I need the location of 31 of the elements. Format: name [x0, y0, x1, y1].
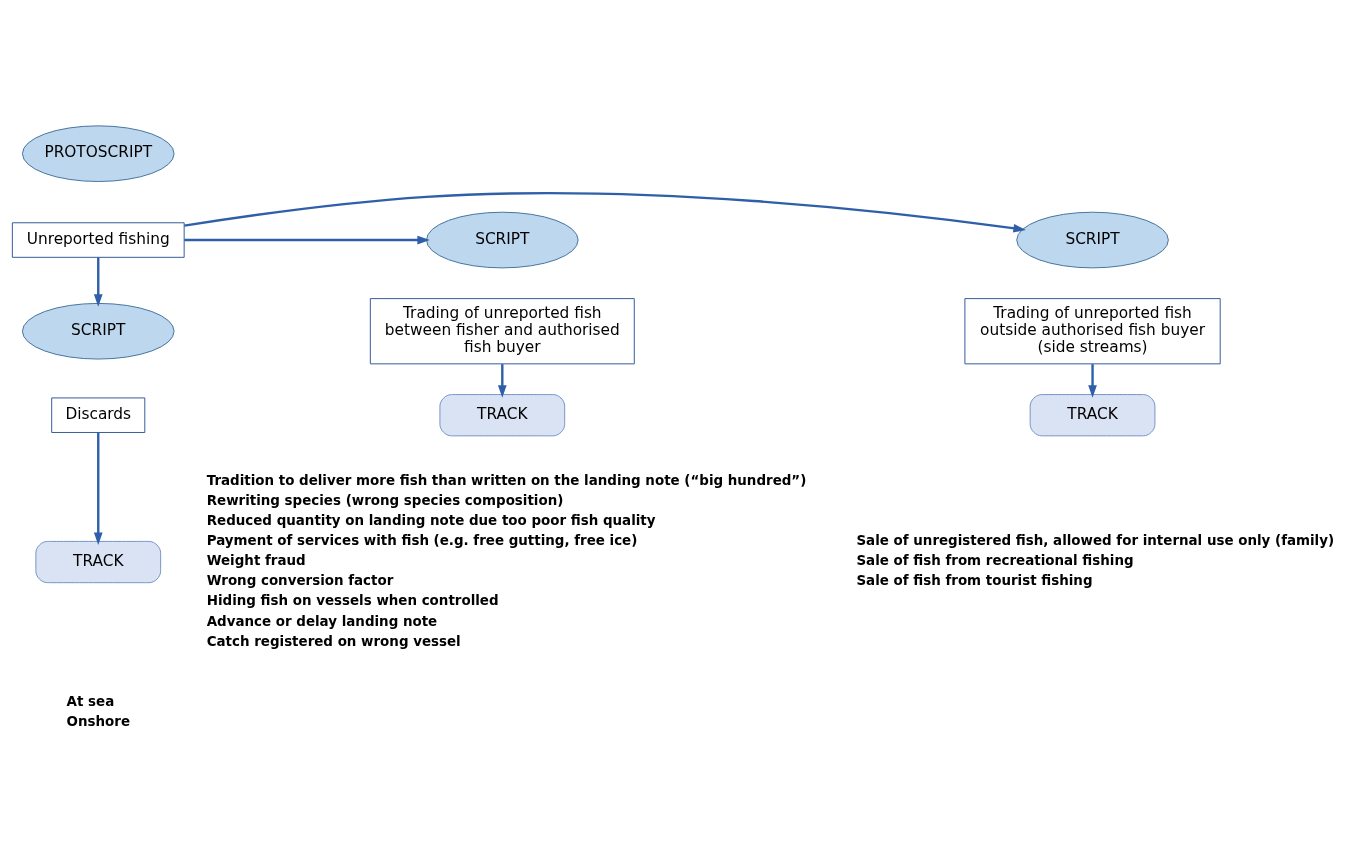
node-label: Sale of fish from tourist fishing	[856, 573, 1093, 589]
arrow	[93, 257, 103, 307]
node-label: Sale of unregistered fish, allowed for internal use only (family)	[856, 532, 1335, 548]
node-label: Tradition to deliver more fish than written on the landing note (“big hundred”)	[206, 472, 807, 488]
arrow	[497, 364, 507, 398]
node-label: Advance or delay landing note	[206, 613, 438, 629]
node-label: Catch registered on wrong vessel	[206, 633, 461, 649]
node-box: TRACK	[1029, 394, 1156, 437]
node-ellipse: SCRIPT	[426, 211, 579, 269]
node-ellipse: SCRIPT	[1016, 211, 1169, 269]
node-label: Rewriting species (wrong species composition)	[206, 492, 564, 508]
node-label: Sale of fish from recreational fishing	[856, 553, 1134, 569]
node-label: Onshore	[66, 713, 131, 729]
node-label: Payment of services with fish (e.g. free gutting, free ice)	[206, 532, 638, 548]
node-label: Hiding fish on vessels when controlled	[206, 593, 499, 609]
node-label: Weight fraud	[206, 553, 306, 569]
arrow	[184, 192, 1026, 233]
arrow	[184, 235, 430, 245]
node-box: TRACK	[35, 540, 162, 584]
node-box: Unreported fishing	[11, 222, 185, 258]
node-box: TRACK	[439, 394, 566, 437]
node-ellipse: PROTOSCRIPT	[21, 125, 175, 182]
node-box: Trading of unreported fish outside authorised fish buyer (side streams)	[964, 298, 1221, 365]
node-ellipse: SCRIPT	[21, 302, 175, 360]
node-label: Wrong conversion factor	[206, 573, 394, 589]
arrow	[1088, 364, 1097, 398]
node-label: Reduced quantity on landing note due too poor fish quality	[206, 512, 656, 528]
node-box: Trading of unreported fish between fisher and authorised fish buyer	[369, 298, 635, 365]
node-label: At sea	[66, 693, 115, 709]
arrow	[93, 432, 103, 545]
node-box: Discards	[51, 397, 146, 433]
